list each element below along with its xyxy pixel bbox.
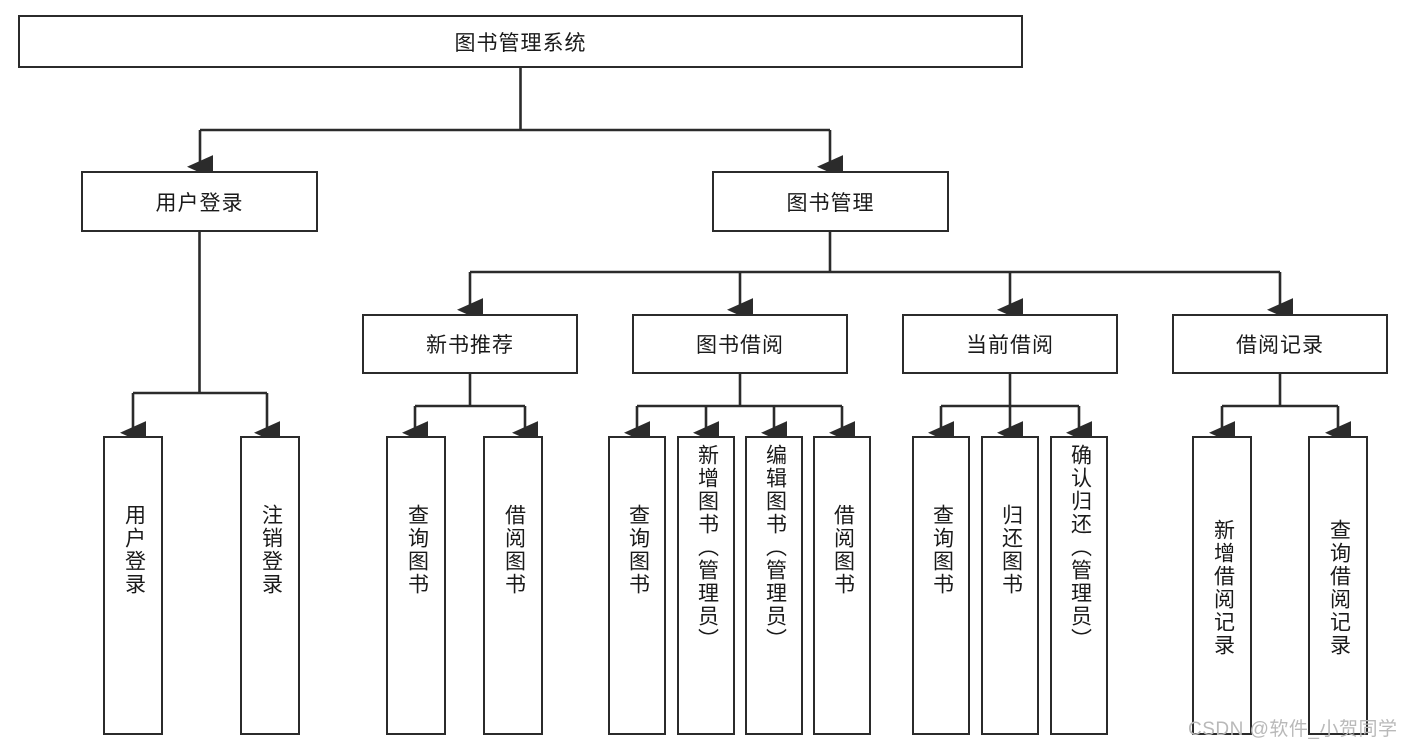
node-user-login-label: 用户登录 [155, 191, 244, 215]
node-leaf-return-book-label: 归还图书 [999, 504, 1023, 596]
node-user-login[interactable]: 用户登录 [81, 171, 318, 232]
node-leaf-borrow-book-1-label: 借阅图书 [502, 504, 526, 596]
node-current-borrow-label: 当前借阅 [966, 334, 1054, 357]
node-borrow-record-label: 借阅记录 [1236, 334, 1324, 357]
node-leaf-query-book-2[interactable]: 查询图书 [608, 436, 666, 735]
node-leaf-add-book-label: 新增图书（管理员） [695, 444, 719, 651]
node-leaf-confirm-return-label: 确认归还（管理员） [1068, 444, 1092, 651]
node-leaf-user-login-label: 用户登录 [122, 504, 146, 596]
node-leaf-user-login[interactable]: 用户登录 [103, 436, 163, 735]
node-leaf-query-book-1-label: 查询图书 [405, 504, 429, 596]
node-leaf-add-book[interactable]: 新增图书（管理员） [677, 436, 735, 735]
node-leaf-add-record-label: 新增借阅记录 [1211, 519, 1235, 657]
node-leaf-query-record-label: 查询借阅记录 [1327, 519, 1351, 657]
node-borrow-record[interactable]: 借阅记录 [1172, 314, 1388, 374]
node-new-book-recommend-label: 新书推荐 [426, 334, 514, 357]
node-leaf-edit-book-label: 编辑图书（管理员） [763, 444, 787, 651]
node-leaf-query-book-2-label: 查询图书 [626, 504, 650, 596]
node-leaf-borrow-book-1[interactable]: 借阅图书 [483, 436, 543, 735]
node-root-label: 图书管理系统 [454, 31, 587, 55]
node-book-borrow-label: 图书借阅 [696, 334, 784, 357]
node-leaf-confirm-return[interactable]: 确认归还（管理员） [1050, 436, 1108, 735]
node-leaf-add-record[interactable]: 新增借阅记录 [1192, 436, 1252, 735]
node-leaf-query-record[interactable]: 查询借阅记录 [1308, 436, 1368, 735]
node-leaf-query-book-3-label: 查询图书 [930, 504, 954, 596]
node-leaf-borrow-book-2-label: 借阅图书 [831, 504, 855, 596]
node-book-manage-label: 图书管理 [786, 191, 875, 215]
node-leaf-borrow-book-2[interactable]: 借阅图书 [813, 436, 871, 735]
node-leaf-logout[interactable]: 注销登录 [240, 436, 300, 735]
node-root[interactable]: 图书管理系统 [18, 15, 1023, 68]
node-new-book-recommend[interactable]: 新书推荐 [362, 314, 578, 374]
node-leaf-query-book-3[interactable]: 查询图书 [912, 436, 970, 735]
node-leaf-logout-label: 注销登录 [259, 504, 283, 596]
node-leaf-edit-book[interactable]: 编辑图书（管理员） [745, 436, 803, 735]
node-book-borrow[interactable]: 图书借阅 [632, 314, 848, 374]
csdn-watermark: CSDN @软件_小贺同学 [1188, 719, 1398, 740]
node-leaf-return-book[interactable]: 归还图书 [981, 436, 1039, 735]
node-book-manage[interactable]: 图书管理 [712, 171, 949, 232]
node-leaf-query-book-1[interactable]: 查询图书 [386, 436, 446, 735]
node-current-borrow[interactable]: 当前借阅 [902, 314, 1118, 374]
